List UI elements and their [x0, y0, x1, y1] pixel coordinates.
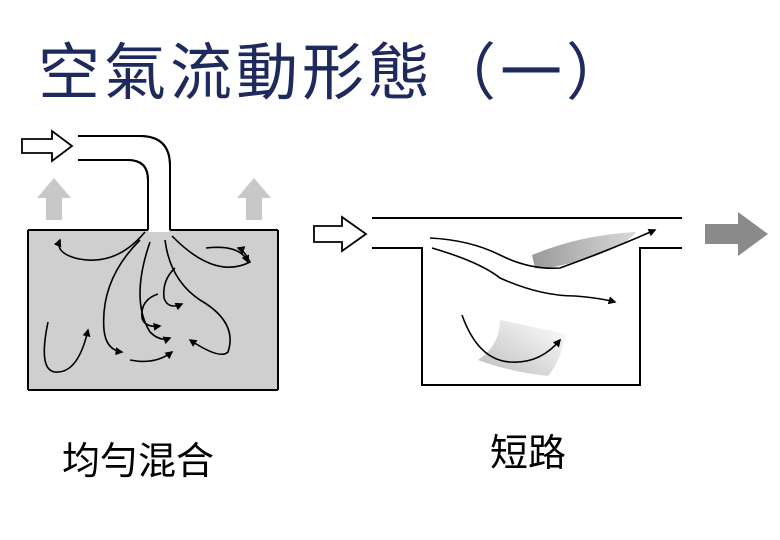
inlet-arrow-icon [21, 129, 74, 163]
short-circuit-flow-lines [429, 228, 657, 363]
mixing-flow-lines [43, 231, 252, 373]
page-title: 空氣流動形態（一） [38, 36, 633, 109]
caption-uniform-mixing: 均勻混合 [62, 439, 215, 483]
outlet-up-arrow-icon [237, 178, 271, 220]
dead-zone-upper [532, 232, 636, 269]
dead-zone-lower [478, 320, 566, 376]
short-circuit-chamber [372, 247, 682, 386]
outlet-up-arrow-icon [37, 178, 71, 220]
short-circuit-diagram [313, 212, 768, 386]
caption-short-circuit: 短路 [490, 431, 567, 475]
uniform-mixing-diagram [21, 129, 279, 391]
exit-arrow-icon [705, 212, 768, 256]
inlet-arrow-icon [313, 215, 368, 253]
